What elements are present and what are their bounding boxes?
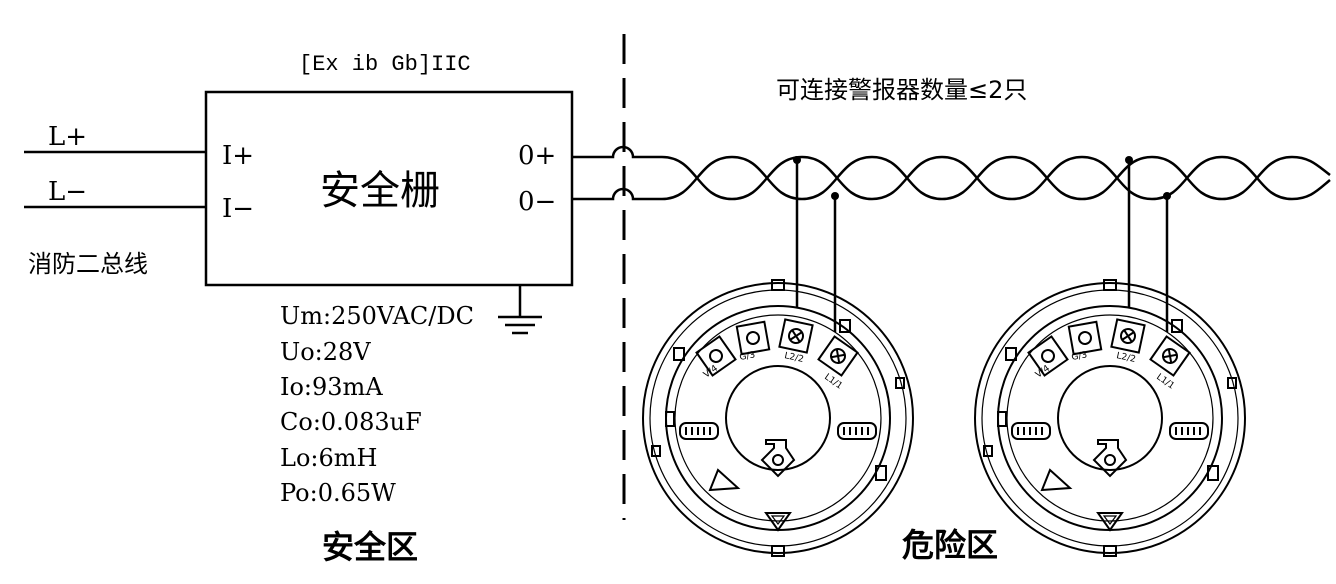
terminal-label-l2: L2/2 xyxy=(783,351,804,365)
bus-positive-label: L+ xyxy=(48,122,87,152)
bus-negative-label: L− xyxy=(48,177,87,207)
output-positive-label: 0+ xyxy=(518,141,556,171)
barrier-title: 安全栅 xyxy=(320,168,440,214)
safe-zone-label: 安全区 xyxy=(322,528,418,566)
bus-name-label: 消防二总线 xyxy=(28,250,148,278)
barrier-parameters: Um:250VAC/DC Uo:28V Io:93mA Co:0.083uF L… xyxy=(280,302,474,507)
ex-marking-label: [Ex ib Gb]IIC xyxy=(299,52,471,77)
parameter-um: Um:250VAC/DC xyxy=(280,302,474,330)
terminal-label-g3: G/3 xyxy=(1071,350,1088,363)
parameter-io: Io:93mA xyxy=(280,373,383,401)
hazardous-zone-label: 危险区 xyxy=(902,526,998,564)
output-wire-positive xyxy=(572,145,662,159)
terminal-label-l2: L2/2 xyxy=(1115,351,1136,365)
parameter-po: Po:0.65W xyxy=(280,479,396,507)
parameter-lo: Lo:6mH xyxy=(280,444,377,472)
input-negative-label: I− xyxy=(222,194,254,224)
output-wire-negative xyxy=(572,187,662,201)
output-negative-label: 0− xyxy=(518,187,556,217)
detector-base-1: V/4 G/3 L2/2 L1/1 xyxy=(642,279,914,557)
ground-icon xyxy=(498,285,542,335)
twisted-pair-wire-b xyxy=(661,155,1331,201)
hazard-note: 可连接警报器数量≤2只 xyxy=(776,76,1027,104)
junction-dots xyxy=(793,156,1171,200)
parameter-co: Co:0.083uF xyxy=(280,408,422,436)
terminal-label-g3: G/3 xyxy=(739,350,756,363)
parameter-uo: Uo:28V xyxy=(280,338,371,366)
safety-barrier-box xyxy=(204,90,574,287)
input-positive-label: I+ xyxy=(222,141,254,171)
detector-drop-wires xyxy=(795,160,1169,332)
terminal-label-v4: V/4 xyxy=(702,364,720,381)
terminal-label-v4: V/4 xyxy=(1034,364,1052,381)
twisted-pair-wire-a xyxy=(661,155,1331,201)
detector-base-2: V/4 G/3 L2/2 L1/1 xyxy=(974,279,1246,557)
